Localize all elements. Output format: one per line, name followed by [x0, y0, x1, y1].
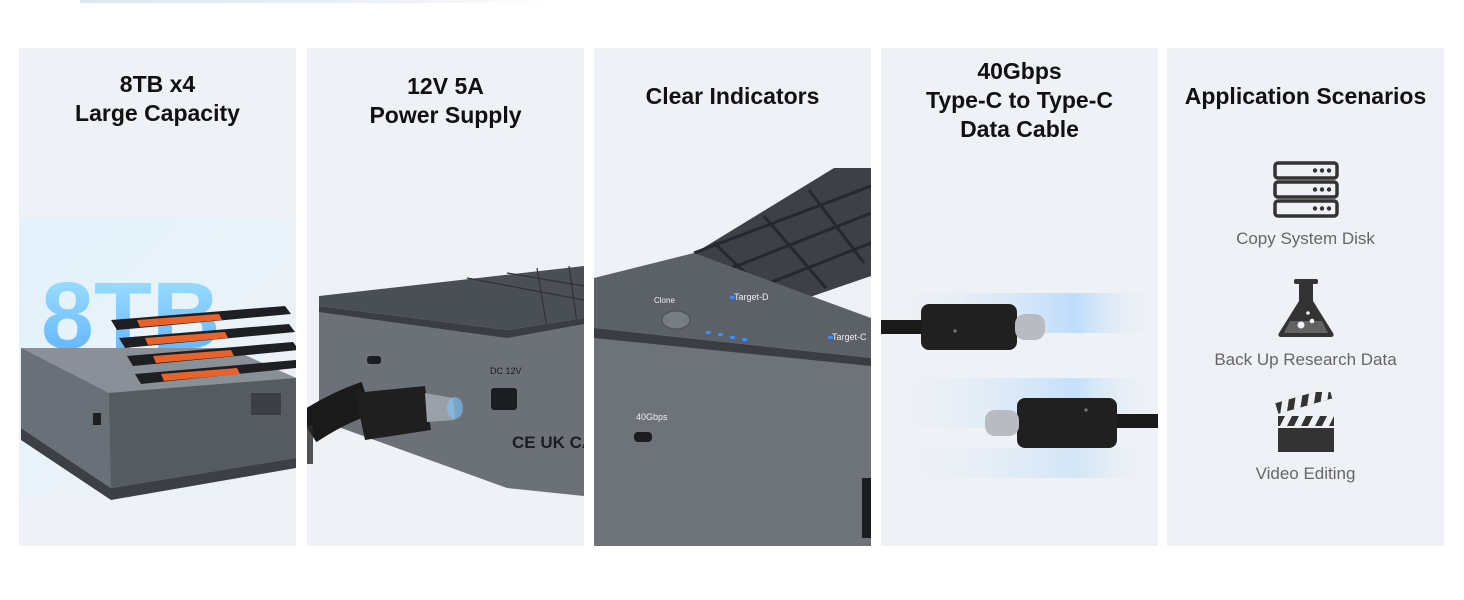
- flask-icon: [1277, 279, 1334, 337]
- dc-port-label: DC 12V: [490, 366, 522, 376]
- enclosure-illustration: 8TB: [19, 218, 296, 500]
- title-line: Power Supply: [369, 102, 522, 128]
- indicator-illustration: Clone Target-D Target-C 40Gbps: [594, 168, 871, 546]
- title-line: Type-C to Type-C: [926, 87, 1113, 113]
- title-line: Clear Indicators: [645, 83, 820, 109]
- panel-title: 8TB x4 Large Capacity: [19, 70, 296, 128]
- scenario-label: Video Editing: [1255, 464, 1356, 483]
- server-icon: [1272, 161, 1339, 218]
- scenario-label: Back Up Research Data: [1214, 350, 1397, 369]
- panel-title: 12V 5A Power Supply: [307, 72, 584, 130]
- type-c-cable-illustration: [881, 293, 1158, 478]
- panel-title: Clear Indicators: [594, 82, 871, 111]
- title-line: Large Capacity: [75, 100, 240, 126]
- feature-panel-power: 12V 5A Power Supply DC 12V CE UK CA FC: [307, 48, 584, 546]
- title-line: Data Cable: [960, 116, 1079, 142]
- feature-panel-scenarios: Application Scenarios Copy System Disk B…: [1167, 48, 1444, 546]
- feature-panel-cable: 40Gbps Type-C to Type-C Data Cable: [881, 48, 1158, 546]
- speed-label: 40Gbps: [636, 412, 668, 422]
- title-line: 12V 5A: [407, 73, 484, 99]
- top-decor-strip: [80, 0, 550, 3]
- power-port-illustration: DC 12V CE UK CA FC: [307, 265, 584, 496]
- title-line: 40Gbps: [977, 58, 1062, 84]
- target-d-label: Target-D: [734, 292, 769, 302]
- clapperboard-icon: [1274, 392, 1334, 452]
- title-line: Application Scenarios: [1184, 83, 1427, 109]
- target-c-label: Target-C: [832, 332, 867, 342]
- certification-marks: CE UK CA FC: [512, 433, 584, 452]
- title-line: 8TB x4: [119, 71, 196, 97]
- clone-label: Clone: [654, 296, 675, 305]
- panel-title: 40Gbps Type-C to Type-C Data Cable: [881, 57, 1158, 144]
- feature-panel-capacity: 8TB x4 Large Capacity 8TB: [19, 48, 296, 546]
- panel-title: Application Scenarios: [1167, 82, 1444, 111]
- feature-panel-indicators: Clear Indicators Clone Target-D Target-C: [594, 48, 871, 546]
- scenario-label: Copy System Disk: [1236, 229, 1375, 248]
